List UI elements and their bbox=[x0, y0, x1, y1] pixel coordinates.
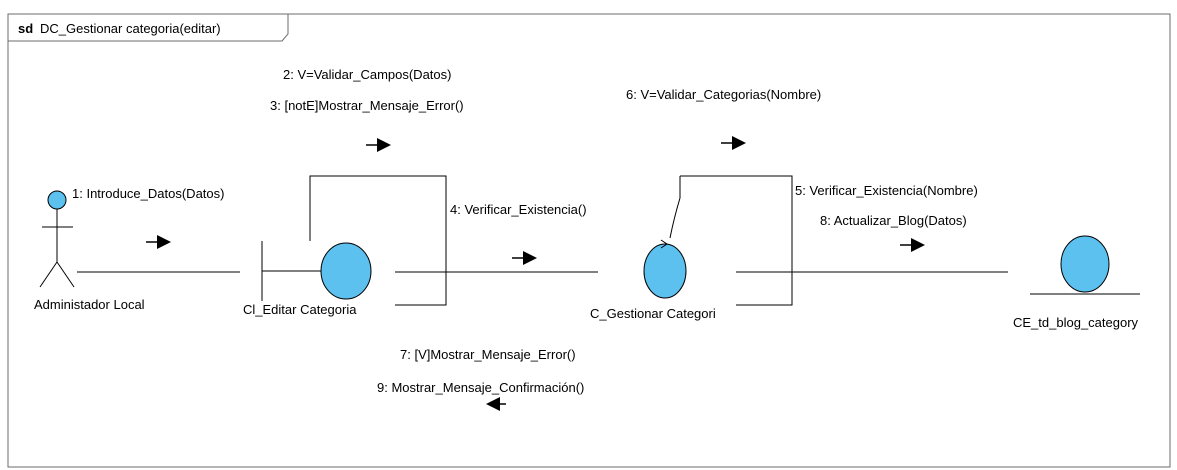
message-5: 5: Verificar_Existencia(Nombre) bbox=[795, 183, 978, 198]
entity-object bbox=[1030, 235, 1140, 295]
control-label: C_Gestionar Categori bbox=[590, 306, 716, 321]
message-4: 4: Verificar_Existencia() bbox=[450, 202, 587, 217]
message-6: 6: V=Validar_Categorias(Nombre) bbox=[626, 87, 821, 102]
boundary-label: Cl_Editar Categoria bbox=[243, 302, 357, 317]
message-1: 1: Introduce_Datos(Datos) bbox=[72, 186, 224, 201]
message-7: 7: [V]Mostrar_Mensaje_Error() bbox=[400, 347, 576, 362]
frame-keyword: sd bbox=[18, 21, 33, 36]
self-loop-boundary bbox=[309, 175, 447, 306]
arrow-right-icon bbox=[366, 138, 391, 152]
diagram-frame bbox=[7, 13, 1171, 468]
boundary-object bbox=[261, 241, 372, 301]
message-8: 8: Actualizar_Blog(Datos) bbox=[820, 213, 967, 228]
entity-label: CE_td_blog_category bbox=[1013, 315, 1139, 330]
self-loop-control bbox=[680, 175, 793, 306]
arrow-right-icon bbox=[146, 235, 171, 249]
arrow-right-icon bbox=[721, 136, 746, 150]
message-2: 2: V=Validar_Campos(Datos) bbox=[283, 67, 451, 82]
actor-label: Administador Local bbox=[34, 297, 145, 312]
arrow-left-icon bbox=[486, 397, 506, 411]
frame-title-tab bbox=[7, 13, 289, 42]
actor-figure bbox=[39, 190, 75, 288]
control-object bbox=[643, 239, 687, 299]
message-3: 3: [notE]Mostrar_Mensaje_Error() bbox=[270, 98, 464, 113]
arrow-right-icon bbox=[900, 238, 925, 252]
arrow-right-icon bbox=[512, 251, 537, 265]
frame-title: DC_Gestionar categoria(editar) bbox=[40, 21, 221, 36]
message-9: 9: Mostrar_Mensaje_Confirmación() bbox=[377, 380, 584, 395]
